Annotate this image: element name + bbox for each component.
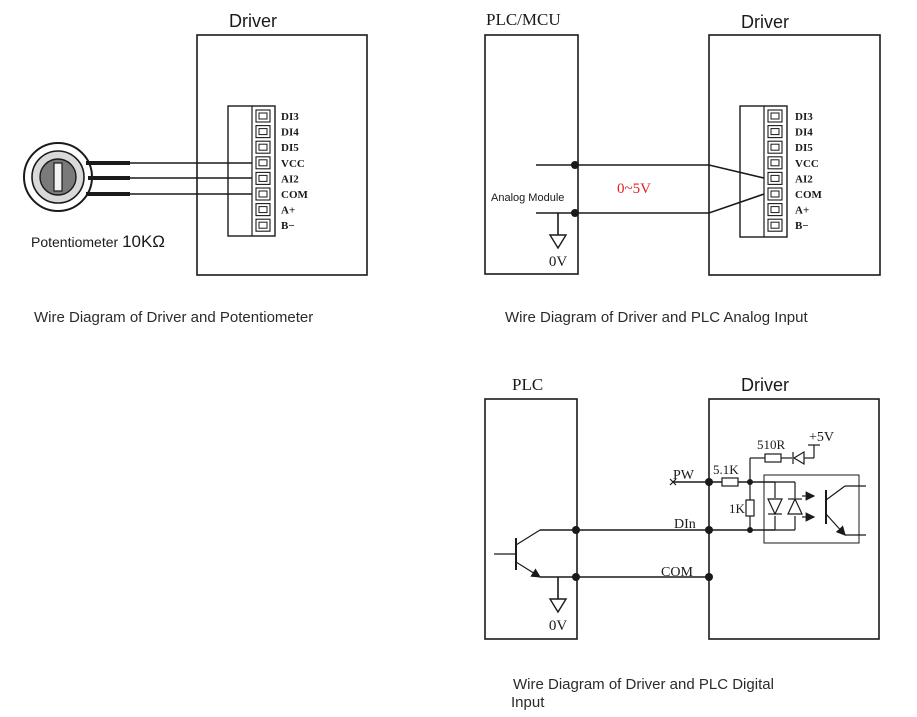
terminal-label: DI4: [795, 127, 813, 139]
terminal-block-2: [739, 105, 788, 238]
terminal-label: AI2: [795, 173, 813, 185]
terminal-slot: [767, 187, 783, 201]
terminal-slot: [255, 187, 271, 201]
resistor-1k: [745, 499, 755, 517]
caption-plc-analog: Wire Diagram of Driver and PLC Analog In…: [505, 309, 808, 326]
terminal-label: VCC: [795, 158, 819, 170]
optocoupler-icon: [763, 474, 866, 544]
terminal-slot: [767, 203, 783, 217]
terminal-slot: [767, 109, 783, 123]
terminal-label: B−: [281, 220, 295, 232]
terminal-label: A+: [281, 205, 295, 217]
terminal-label: DI3: [281, 111, 299, 123]
potentiometer-icon: [23, 142, 93, 212]
terminal-slot: [255, 156, 271, 170]
terminal-slot: [255, 171, 271, 185]
driver-box-1: [196, 34, 368, 276]
terminal-slot: [767, 156, 783, 170]
terminal-label: AI2: [281, 173, 299, 185]
plc-box-2: [484, 34, 579, 275]
terminal-slot: [767, 140, 783, 154]
ground-label-3: 0V: [549, 618, 568, 634]
terminal-label: COM: [281, 189, 309, 201]
terminal-slot: [255, 203, 271, 217]
resistor-510r: [764, 453, 782, 463]
r510-label: 510R: [757, 437, 786, 452]
r51k-label: 5.1K: [713, 462, 739, 477]
plc-title-2: PLC/MCU: [486, 10, 561, 29]
terminal-slot: [255, 109, 271, 123]
terminal-slot: [767, 171, 783, 185]
terminal-slot: [255, 218, 271, 232]
driver-title-2: Driver: [741, 12, 789, 32]
r1k-label: 1K: [729, 501, 746, 516]
terminal-label: DI5: [795, 142, 813, 154]
driver-title-3: Driver: [741, 375, 789, 395]
caption-plc-digital: Wire Diagram of Driver and PLC Digital I…: [511, 676, 774, 712]
plc-title-3: PLC: [512, 375, 543, 394]
analog-module-label: Analog Module: [491, 192, 564, 204]
terminal-label: B−: [795, 220, 809, 232]
terminal-label: DI4: [281, 127, 299, 139]
com-label: COM: [661, 565, 693, 580]
ground-icon-2: [548, 234, 568, 250]
terminal-block-1: [227, 105, 276, 237]
ground-label-2: 0V: [549, 254, 568, 270]
terminal-slot: [255, 140, 271, 154]
transistor-icon: [494, 529, 542, 578]
ground-icon-3: [548, 598, 568, 614]
wire-analog-common: [536, 193, 765, 214]
terminal-label: A+: [795, 205, 809, 217]
driver-title-1: Driver: [229, 11, 277, 31]
wire-analog-signal: [536, 164, 765, 179]
pw-label: PW: [673, 468, 695, 483]
caption-plc-digital-line2: Input: [511, 694, 545, 711]
terminal-label: DI3: [795, 111, 813, 123]
terminal-label: DI5: [281, 142, 299, 154]
caption-potentiometer: Wire Diagram of Driver and Potentiometer: [34, 309, 314, 326]
driver-box-3: [708, 398, 880, 640]
terminal-label: COM: [795, 189, 823, 201]
plus5v-label: +5V: [809, 430, 834, 445]
din-label: DIn: [674, 517, 696, 532]
driver-box-2: [708, 34, 881, 276]
terminal-slot: [255, 125, 271, 139]
terminal-label: VCC: [281, 158, 305, 170]
terminal-slot: [767, 218, 783, 232]
terminal-slot: [767, 125, 783, 139]
caption-plc-digital-line1: Wire Diagram of Driver and PLC Digital: [513, 676, 774, 693]
potentiometer-label: Potentiometer 10KΩ: [31, 232, 165, 251]
diagram-plc-digital: PLC Driver 0V PW 5.1K 51: [484, 375, 880, 640]
voltage-range-label: 0~5V: [617, 181, 651, 197]
resistor-5-1k: [721, 477, 739, 487]
